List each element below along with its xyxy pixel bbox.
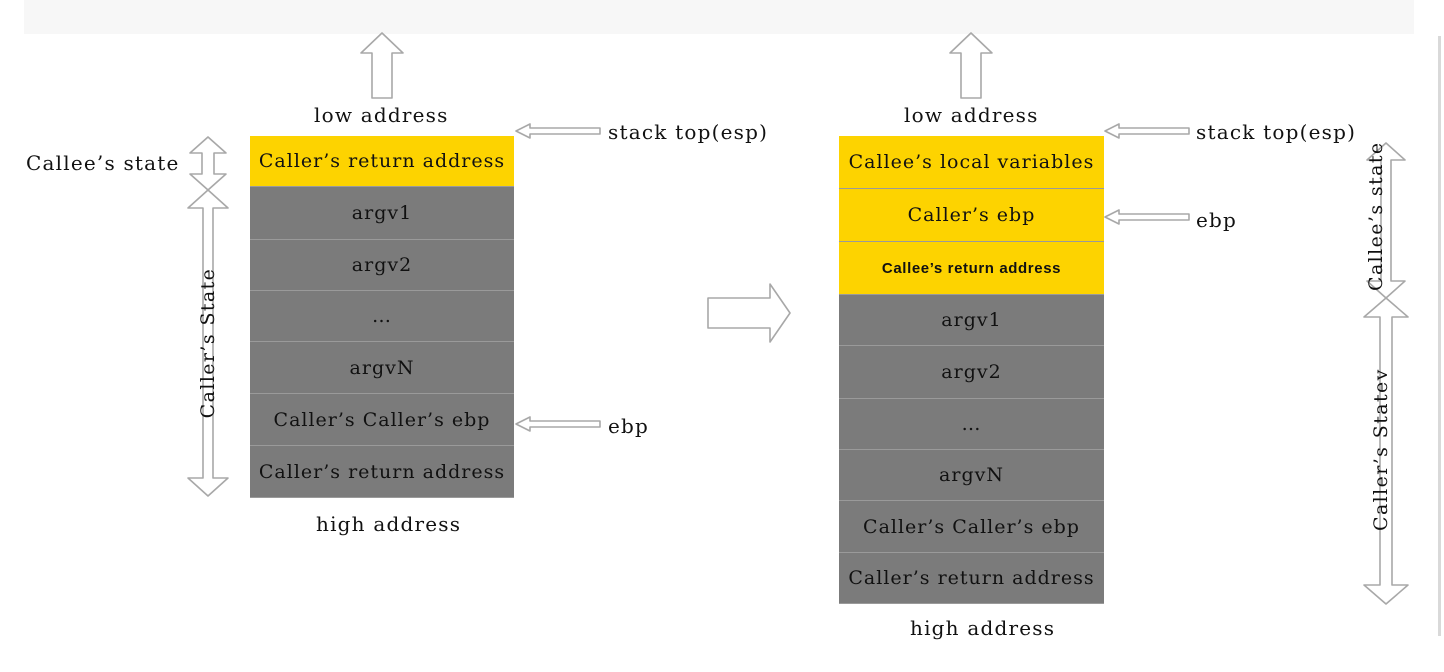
stack-top-label: stack top(esp) [1196,120,1357,144]
right-edge-bar [1438,36,1441,636]
double-headed-arrow-icon [189,136,227,191]
stack-cell: argvN [839,450,1104,501]
double-headed-arrow-icon [187,189,229,497]
stack-cell: Caller’s return address [250,446,514,498]
ebp-label: ebp [608,414,650,438]
left-pointer-arrow-icon [1104,209,1190,225]
left-pointer-arrow-icon [1104,123,1190,139]
left-pointer-arrow-icon [515,123,601,139]
stack-cell: Caller’s Caller’s ebp [839,501,1104,553]
high-address-label: high address [316,512,462,536]
high-address-label: high address [910,616,1056,640]
low-address-label: low address [904,103,1039,127]
callee-state-label: Callee’s state [26,151,180,175]
stack-cell: argv1 [250,187,514,240]
stack-cell: Caller’s return address [250,136,514,187]
stack-cell: argv2 [839,346,1104,399]
left-pointer-arrow-icon [515,416,601,432]
stack-cell: Caller’s Caller’s ebp [250,394,514,446]
stack-cell: … [250,291,514,342]
stack-cell: argv1 [839,295,1104,346]
stack-cell: Callee’s local variables [839,136,1104,189]
low-address-label: low address [314,103,449,127]
stack-cell: argv2 [250,240,514,291]
double-headed-arrow-icon [1363,297,1409,605]
stack-cell: Caller’s return address [839,553,1104,604]
caller-state-label: Caller’s State [197,267,219,419]
stack-cell: Caller’s ebp [839,189,1104,242]
stack-cell: Callee’s return address [839,242,1104,295]
caller-state-label: Caller’s Statev [1370,368,1392,531]
stack-top-label: stack top(esp) [608,120,769,144]
ebp-label: ebp [1196,208,1238,232]
stack-cell: … [839,399,1104,450]
callee-state-label-vertical: Callee’s state [1365,141,1387,291]
right-arrow-icon [707,283,791,343]
up-arrow-icon [360,32,404,99]
stack-cell: argvN [250,342,514,394]
top-bar [24,0,1414,34]
up-arrow-icon [949,32,993,99]
